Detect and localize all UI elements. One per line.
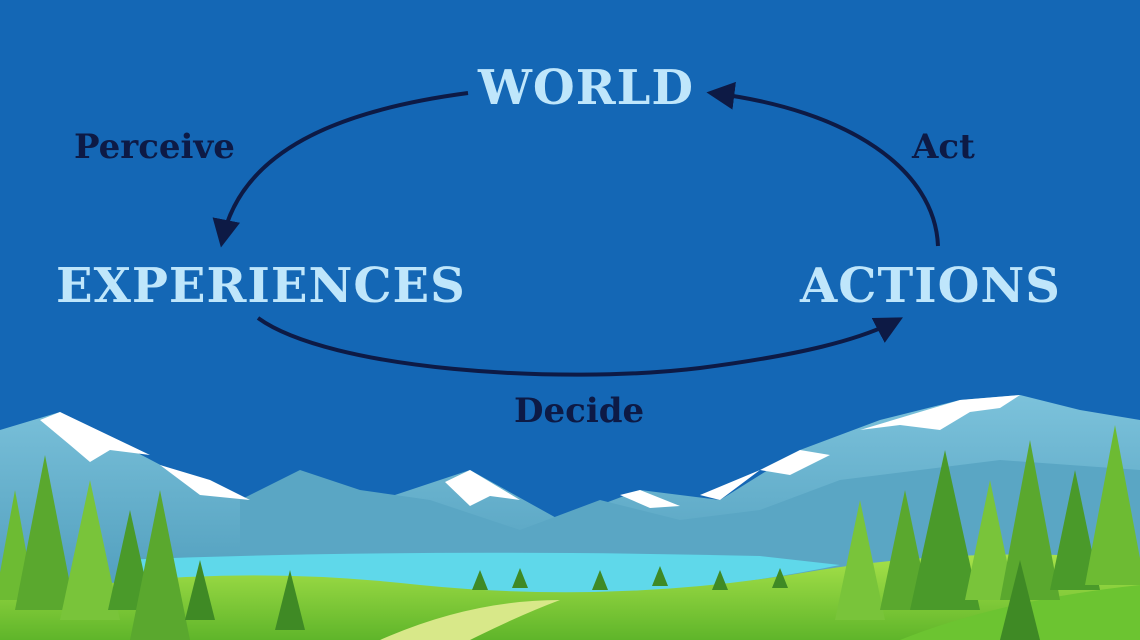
trees-left xyxy=(0,455,305,640)
arrow-decide xyxy=(256,316,903,377)
edge-label-act: Act xyxy=(912,127,975,167)
node-actions: ACTIONS xyxy=(800,258,1061,314)
node-world: WORLD xyxy=(478,60,694,116)
small-trees xyxy=(472,566,788,590)
arrow-act xyxy=(706,81,940,247)
edge-label-decide: Decide xyxy=(514,391,645,431)
node-experiences: EXPERIENCES xyxy=(56,258,466,314)
edge-label-perceive: Perceive xyxy=(74,127,235,167)
trees-right xyxy=(835,425,1140,640)
arrow-perceive xyxy=(212,91,469,248)
